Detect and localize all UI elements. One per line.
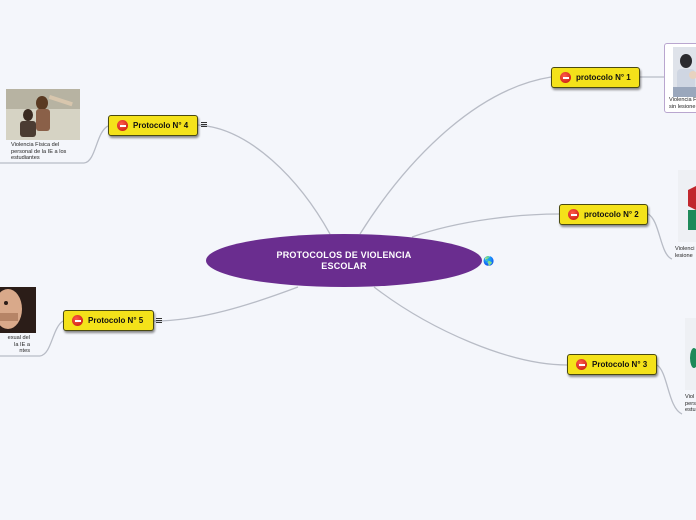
- caption-protocolo-3: Viol pers estu: [685, 394, 696, 414]
- caption-protocolo-5: exual del la IE a ntes: [7, 335, 30, 355]
- node-protocolo-3[interactable]: Protocolo N° 3: [567, 354, 657, 375]
- stop-icon: [576, 359, 587, 370]
- node-protocolo-2[interactable]: protocolo N° 2: [559, 204, 648, 225]
- caption-protocolo-2: Violenci lesione: [675, 246, 695, 259]
- stop-icon: [560, 72, 571, 83]
- photo-protocolo-4: [6, 89, 80, 140]
- stop-icon: [72, 315, 83, 326]
- photo-protocolo-3: [685, 318, 696, 390]
- photo-protocolo-2: [678, 170, 696, 242]
- photo-protocolo-5: [0, 287, 36, 333]
- node-protocolo-4[interactable]: Protocolo N° 4: [108, 115, 198, 136]
- link-node4-card: [83, 125, 109, 164]
- link-center-protocolo-5: [153, 286, 299, 322]
- notes-icon[interactable]: [201, 121, 207, 128]
- image-card-protocolo-1: Violencia F sin lesione: [664, 43, 696, 113]
- caption-protocolo-1: Violencia F sin lesione: [669, 97, 696, 110]
- link-node2-card: [647, 213, 673, 260]
- link-center-protocolo-3: [373, 286, 568, 366]
- caption-protocolo-4: Violencia Física del personal de la IE a…: [11, 142, 67, 162]
- photo-protocolo-1: [673, 47, 696, 97]
- notes-icon[interactable]: [156, 317, 162, 324]
- link-center-protocolo-2: [411, 213, 560, 238]
- stop-icon: [568, 209, 579, 220]
- central-topic[interactable]: PROTOCOLOS DE VIOLENCIA ESCOLAR: [206, 234, 482, 287]
- node-protocolo-1[interactable]: protocolo N° 1: [551, 67, 640, 88]
- globe-icon[interactable]: 🌎: [483, 256, 495, 266]
- node-protocolo-5[interactable]: Protocolo N° 5: [63, 310, 154, 331]
- link-center-protocolo-4: [197, 124, 331, 235]
- link-node5-card: [39, 320, 64, 357]
- stop-icon: [117, 120, 128, 131]
- link-node3-card: [656, 364, 683, 415]
- link-center-protocolo-1: [359, 76, 552, 235]
